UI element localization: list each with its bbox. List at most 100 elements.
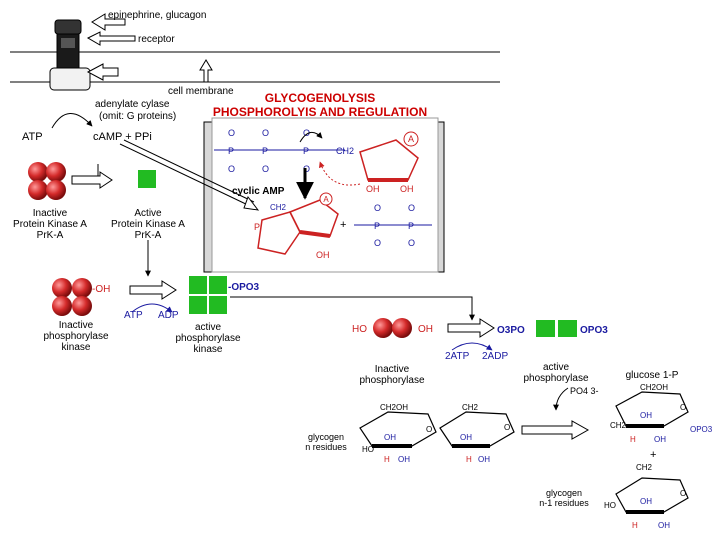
attack-arrow [318, 161, 361, 186]
cyclic-amp-label: cyclic AMP [232, 186, 285, 197]
svg-text:O: O [303, 128, 310, 138]
camp-ppi-label: cAMP + PPi [93, 131, 152, 143]
phosphorylase-oh-label: OH [418, 324, 433, 335]
svg-text:OH: OH [640, 497, 652, 506]
glycogen-ring-2 [439, 411, 515, 448]
phosphorylase-ho-label: HO [352, 324, 367, 335]
svg-text:P: P [303, 146, 309, 156]
camp-to-inset-arrow [119, 139, 260, 211]
ribose-ring [359, 139, 419, 182]
adenine-circle [403, 131, 419, 147]
ch2-label: CH2 [336, 146, 354, 156]
phk-active-line-2: kinase [194, 344, 223, 355]
pka-active-line-2: PrK-A [135, 230, 162, 241]
phk-activation-arrow [129, 280, 177, 300]
receptor-icon [54, 19, 82, 73]
glycogen-ring-labels: CH2OH CH2 O O OH OH OH OH H H HO [362, 403, 510, 464]
camp-p-label: P [254, 222, 260, 232]
phk-atp-adp-arrow [131, 303, 173, 313]
svg-text:O: O [228, 164, 235, 174]
svg-text:CH2: CH2 [610, 421, 627, 430]
phosphorylase-activation-arrow [447, 318, 495, 338]
svg-text:HO: HO [604, 501, 616, 510]
phos-inactive-line-1: phosphorylase [359, 375, 424, 386]
inset-title-line2: PHOSPHOROLYIS AND REGULATION [213, 105, 427, 119]
svg-text:O: O [228, 128, 235, 138]
svg-text:O: O [374, 203, 381, 213]
adenine-label: A [408, 134, 414, 144]
inactive-pka-icon [28, 162, 66, 200]
cyclic-amp-structure [257, 199, 339, 255]
gly-n-line-0: glycogen [308, 432, 344, 442]
svg-text:H: H [630, 435, 636, 444]
svg-text:OPO3: OPO3 [690, 425, 713, 434]
svg-text:CH2: CH2 [636, 463, 653, 472]
phk-active-line-1: phosphorylase [175, 333, 240, 344]
glucose-1p-ring [615, 391, 689, 428]
svg-text:O: O [408, 238, 415, 248]
glycogen-n1-ring-labels: CH2 O OH OH H HO [604, 463, 686, 530]
svg-text:O: O [262, 164, 269, 174]
camp-oh-label: OH [316, 250, 330, 260]
atp-triphosphate: P P P O O O O O O [214, 128, 345, 174]
svg-text:OH: OH [658, 521, 670, 530]
svg-text:O: O [504, 423, 510, 432]
pka-active-line-0: Active [134, 208, 162, 219]
svg-text:HO: HO [362, 445, 374, 454]
hormone-arrow [91, 13, 126, 31]
adenylate-cyclase-icon [49, 67, 91, 91]
svg-text:P: P [228, 146, 234, 156]
svg-text:CH2OH: CH2OH [640, 383, 668, 392]
phk-inactive-line-1: phosphorylase [43, 331, 108, 342]
camp-ch2-label: CH2 [270, 203, 287, 212]
phosphate-label: PO4 3- [570, 386, 599, 396]
svg-text:P: P [262, 146, 268, 156]
svg-text:CH2OH: CH2OH [380, 403, 408, 412]
phk-to-phosphorylase-line [230, 296, 475, 321]
phk-active-line-0: active [195, 322, 222, 333]
receptor-arrow [86, 31, 136, 46]
phk-atp-label: ATP [124, 310, 143, 321]
svg-text:H: H [632, 521, 638, 530]
phos-active-line-0: active [543, 362, 570, 373]
phk-inactive-line-2: kinase [62, 342, 91, 353]
receptor-label: receptor [138, 34, 175, 45]
glycogen-plus: + [650, 449, 656, 461]
glucose-1p-label: glucose 1-P [626, 370, 679, 381]
svg-text:P: P [374, 221, 380, 231]
svg-text:OH: OH [478, 455, 490, 464]
membrane-arrow [199, 59, 213, 83]
phos-inactive-line-0: Inactive [375, 364, 410, 375]
cell-membrane [10, 51, 500, 83]
phk-opo3-label: -OPO3 [228, 282, 260, 293]
phk-adp-label: ADP [158, 310, 179, 321]
svg-text:O: O [680, 489, 686, 498]
phosphorylase-adp-label: 2ADP [482, 351, 508, 362]
inset-title-line1: GLYCOGENOLYSIS [265, 91, 375, 105]
phk-oh-label: -OH [92, 284, 110, 295]
atp-to-camp-arrow [51, 113, 93, 129]
svg-text:O: O [408, 203, 415, 213]
svg-text:H: H [466, 455, 472, 464]
pka-activation-arrow [71, 171, 113, 189]
enzyme-arrow [86, 63, 119, 81]
active-phosphorylase-icon [536, 320, 577, 337]
svg-text:O: O [303, 164, 310, 174]
membrane-label: cell membrane [168, 86, 234, 97]
svg-text:O: O [426, 425, 432, 434]
phosphorolysis-arrow [521, 420, 590, 440]
svg-text:OH: OH [460, 433, 472, 442]
svg-text:OH: OH [640, 411, 652, 420]
svg-text:H: H [384, 455, 390, 464]
phk-inactive-line-0: Inactive [59, 320, 94, 331]
hormone-label: epinephrine, glucagon [108, 10, 206, 21]
svg-text:CH2: CH2 [462, 403, 479, 412]
